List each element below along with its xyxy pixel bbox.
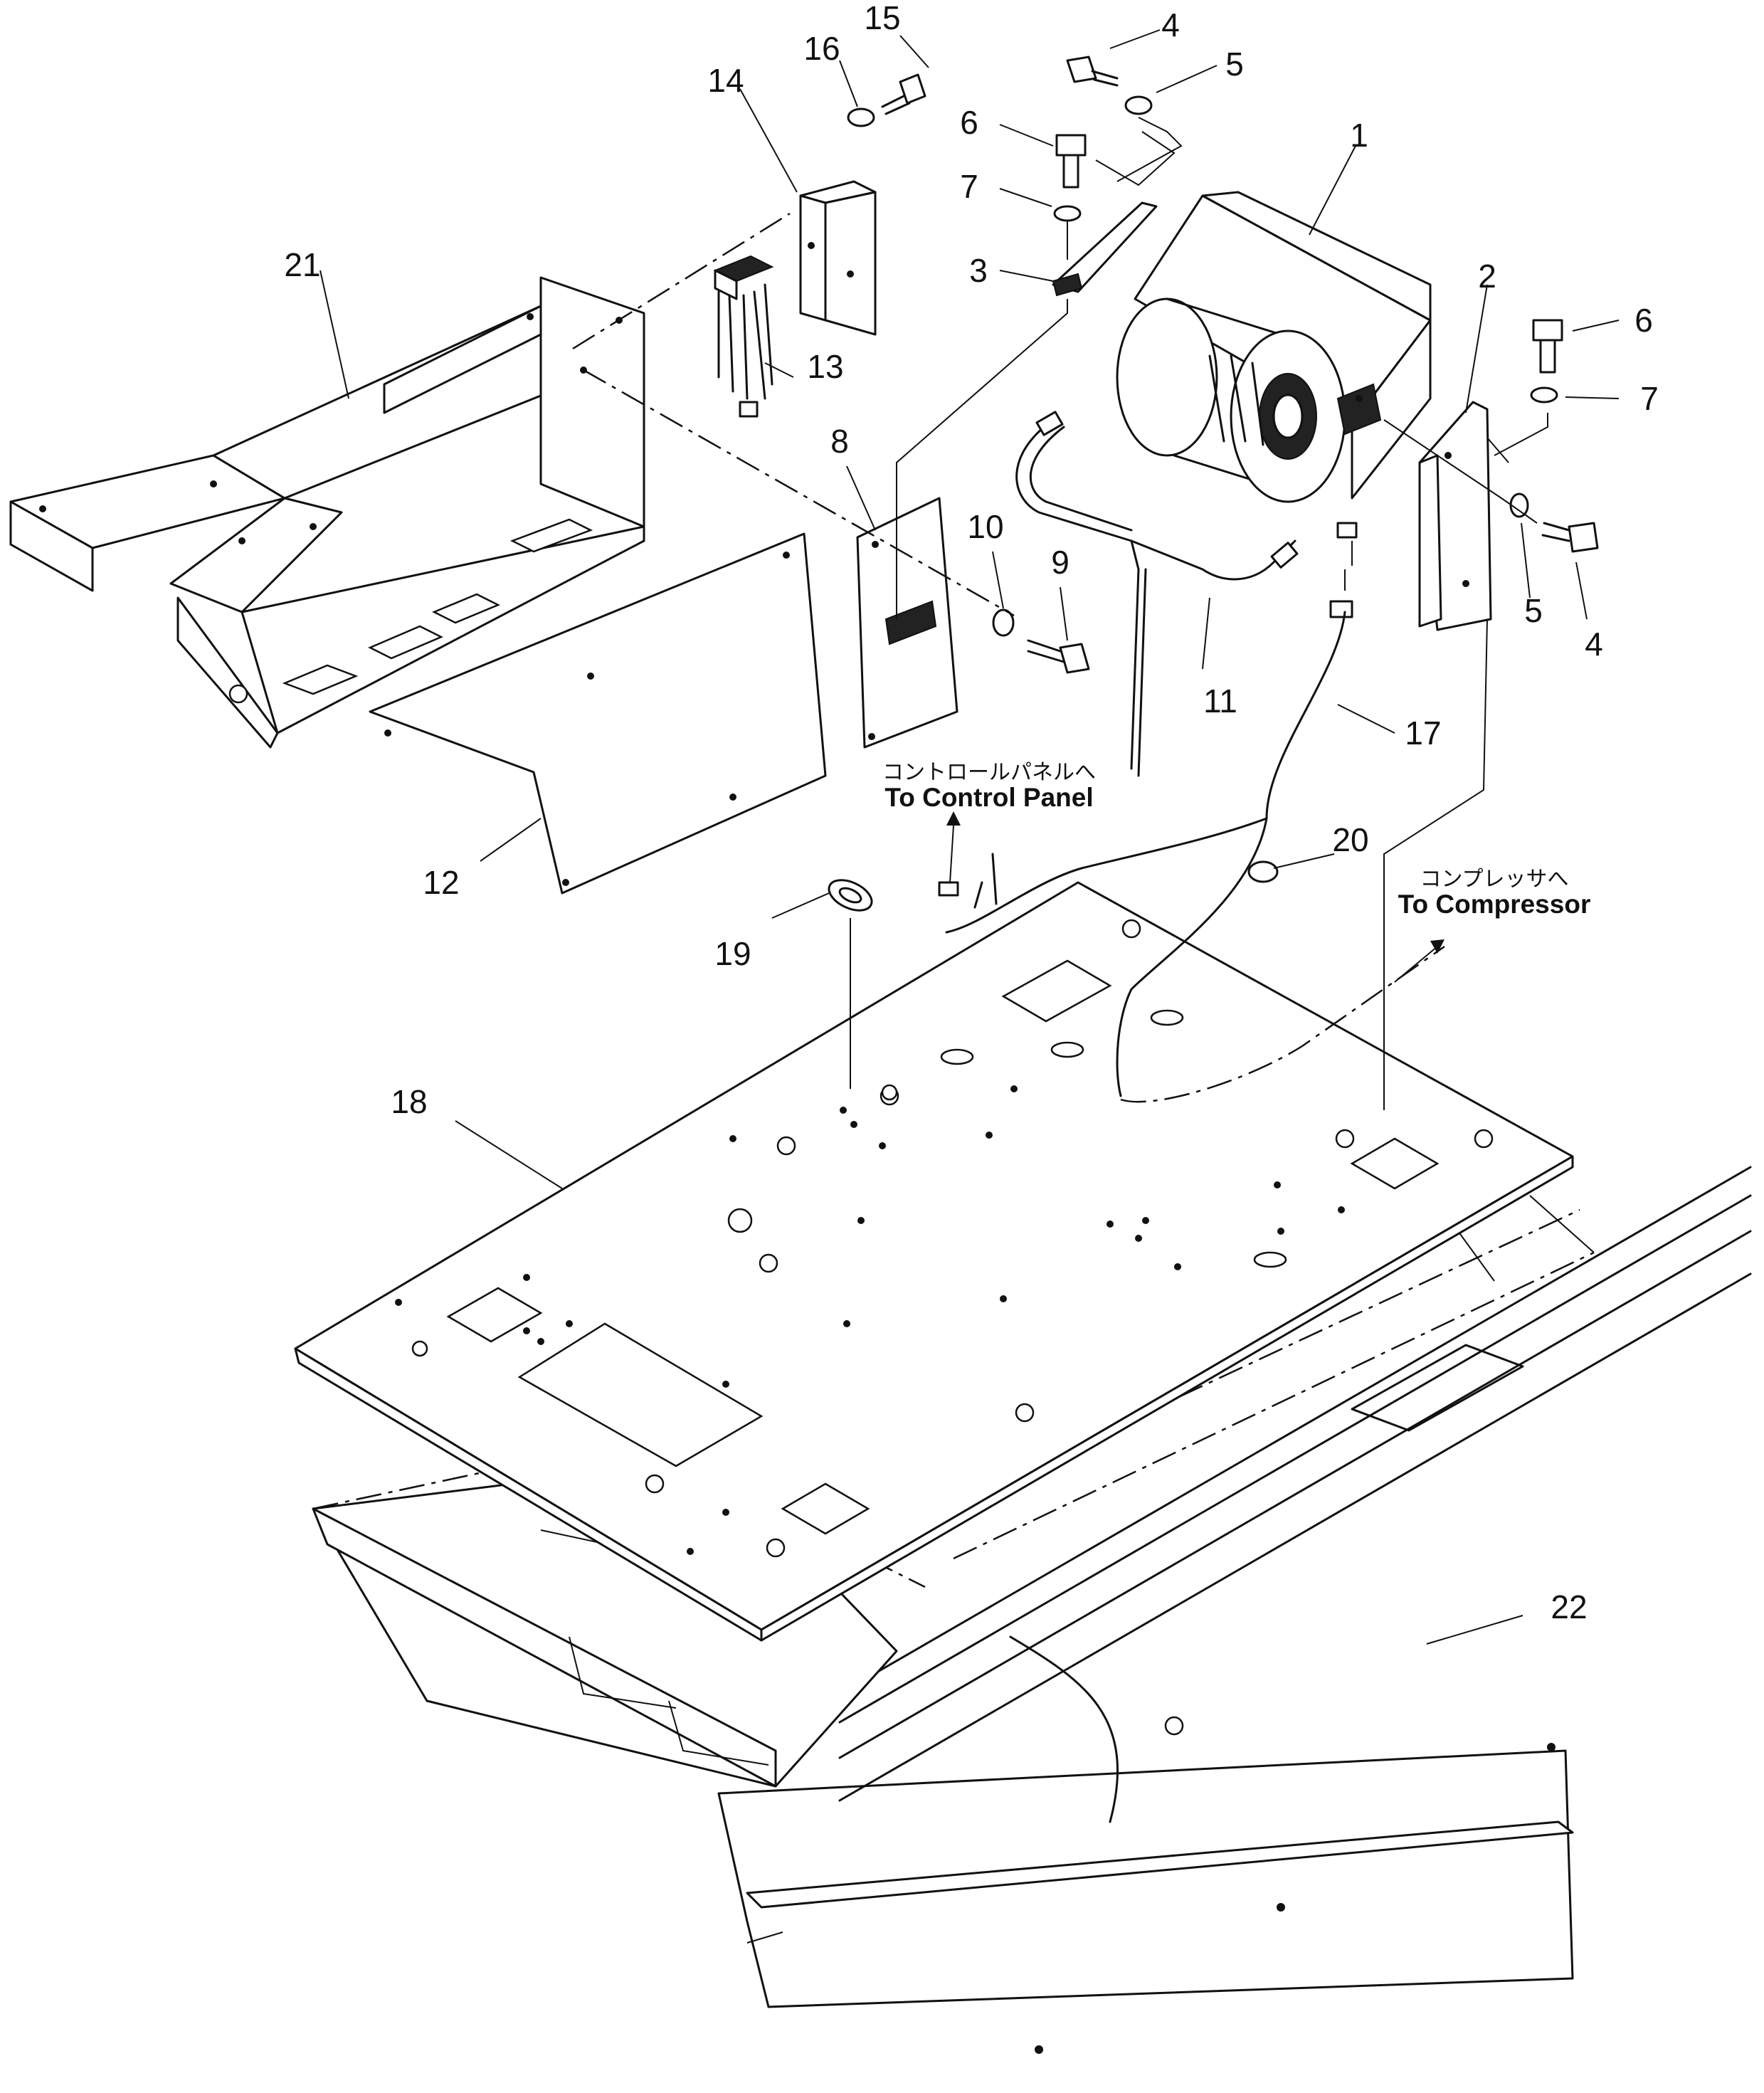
plate-8 [856,497,958,749]
callout-14: 14 [707,62,744,99]
hose-11 [1015,411,1299,777]
harness-17 [938,522,1445,1103]
callout-21: 21 [284,246,321,283]
bracket-2 [1418,401,1492,631]
console-box [9,276,645,749]
side-cover-panel [369,532,827,895]
callout-1: 1 [1350,117,1368,154]
callout-2: 2 [1478,258,1496,295]
callout-7-right: 7 [1640,380,1659,417]
callout-8: 8 [830,423,849,460]
heater-unit [1116,191,1432,503]
callout-5-top: 5 [1225,46,1244,83]
callout-20: 20 [1332,821,1369,858]
assembly-lines [572,117,1548,1110]
note-compressor-jp: コンプレッサへ [1420,868,1569,891]
note-control-panel-en: To Control Panel [884,782,1094,812]
callout-7-left: 7 [960,168,978,205]
callout-11: 11 [1203,682,1237,719]
note-compressor-en: To Compressor [1398,889,1591,919]
note-to-compressor: コンプレッサへ To Compressor [1398,868,1591,918]
callout-4-right: 4 [1585,626,1603,663]
under-cover-plate [717,1635,1574,2054]
grommet-19 [828,879,873,912]
fasteners [847,56,1599,674]
callout-12: 12 [423,864,460,901]
note-control-panel-jp: コントロールパネルへ [882,761,1096,784]
callout-6-right: 6 [1634,302,1653,339]
relay-harness [713,255,774,418]
callout-15: 15 [864,0,901,36]
callout-10: 10 [967,508,1004,545]
callout-6-left: 6 [960,104,978,141]
frame-rails [838,1166,1752,1802]
bracket-14 [799,180,877,336]
leader-lines [319,29,1620,1645]
callout-3: 3 [969,252,988,289]
callout-18: 18 [391,1083,428,1120]
callout-17: 17 [1405,715,1442,752]
callout-5-right: 5 [1524,592,1543,629]
floor-plate [294,881,1574,1642]
callout-22: 22 [1551,1588,1588,1625]
callout-16: 16 [803,30,840,67]
callout-4-top: 4 [1161,6,1180,43]
callout-19: 19 [714,935,751,972]
note-to-control-panel: コントロールパネルへ To Control Panel [882,761,1096,811]
callout-9: 9 [1051,544,1070,581]
bracket-3 [1052,201,1158,297]
callout-13: 13 [807,348,844,385]
